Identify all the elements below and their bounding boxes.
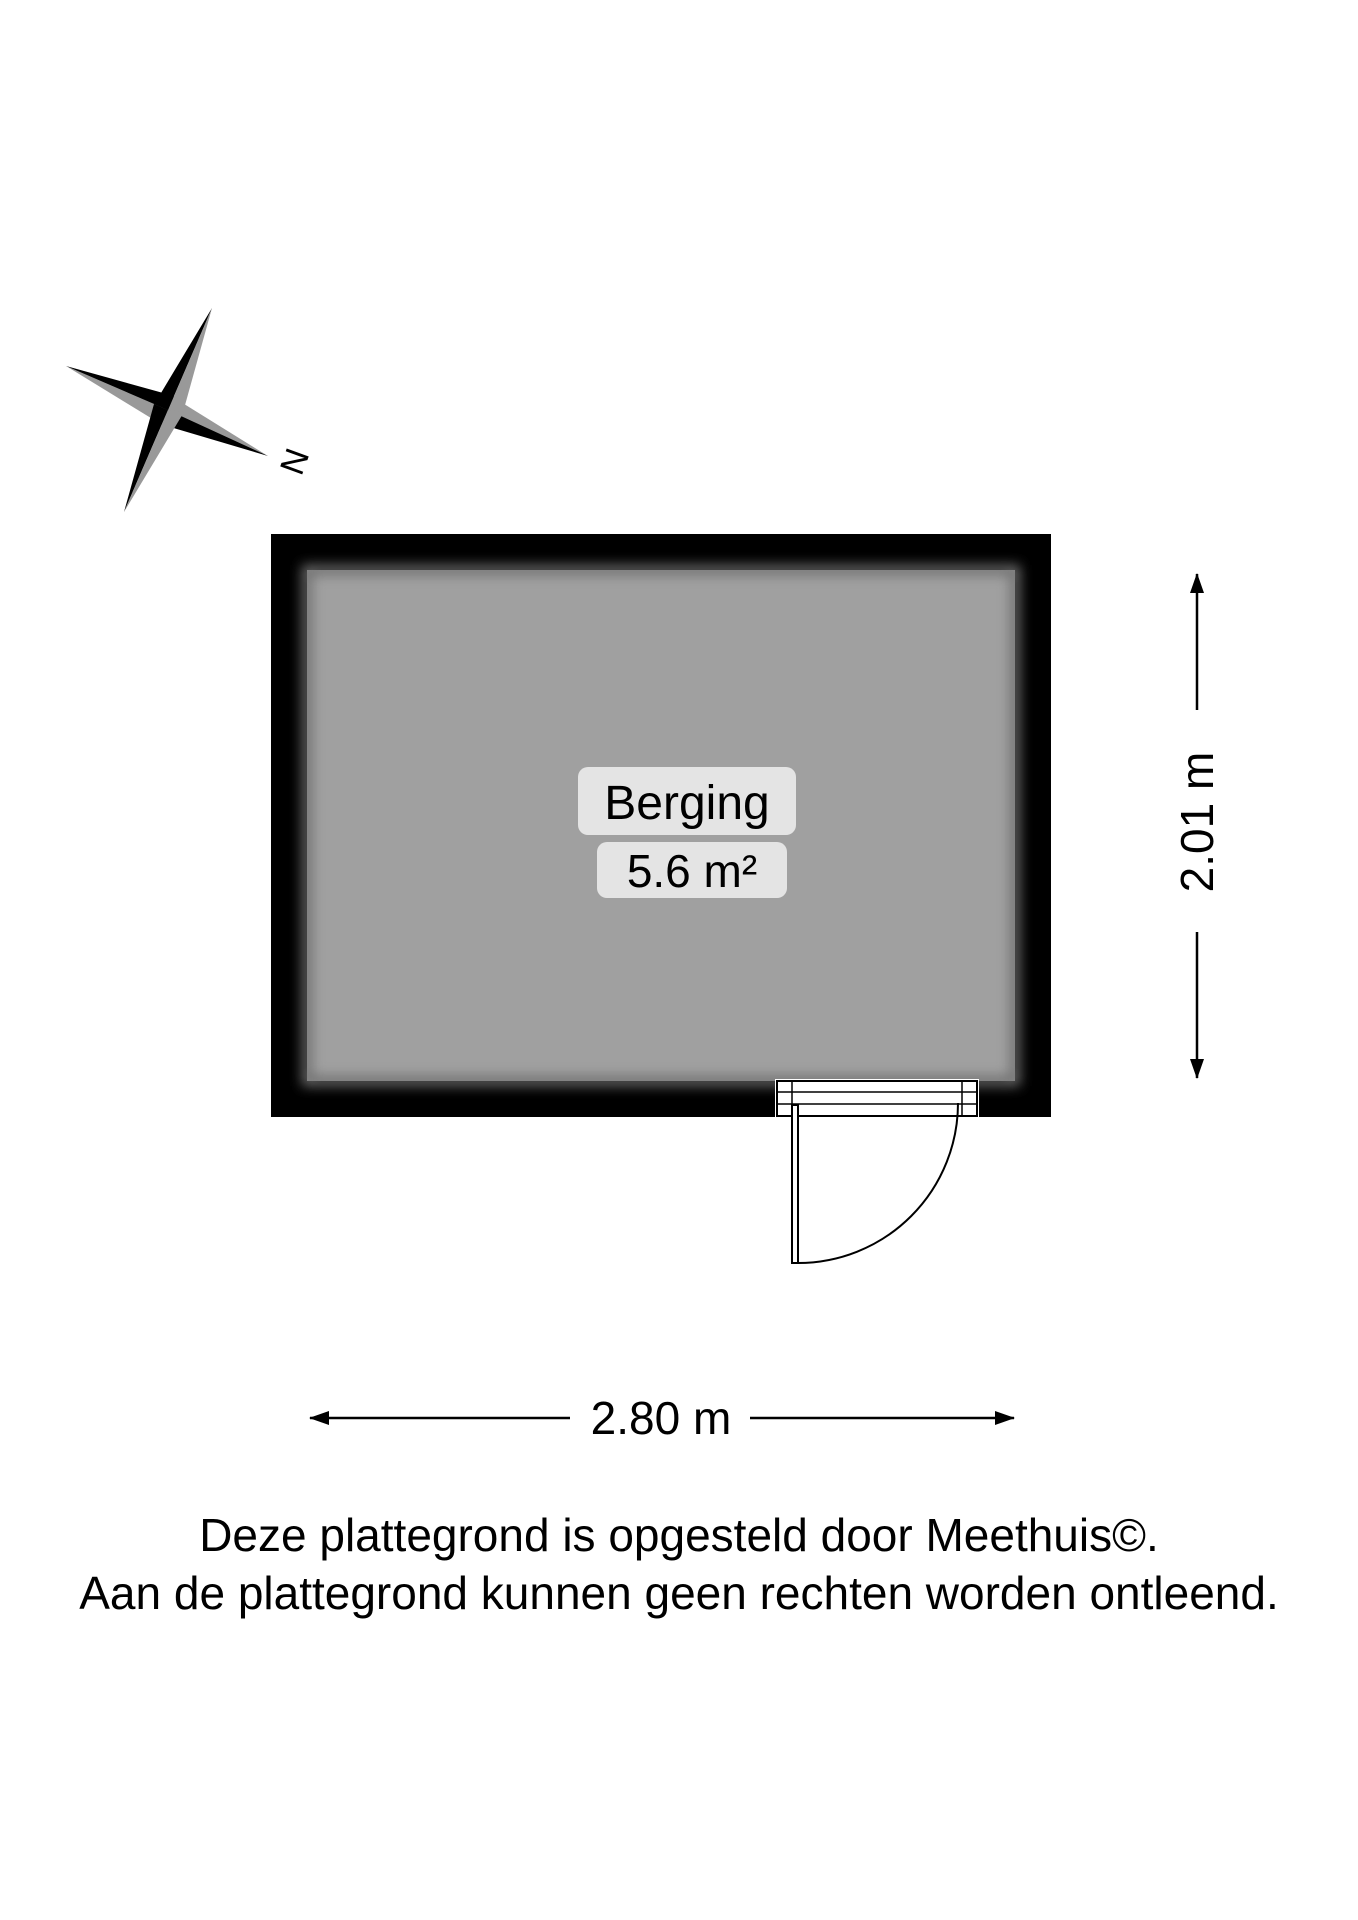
room-area: 5.6 m² xyxy=(627,845,757,897)
compass-north-label: N xyxy=(273,444,317,480)
door xyxy=(775,1079,979,1264)
disclaimer-line-2: Aan de plattegrond kunnen geen rechten w… xyxy=(79,1567,1279,1619)
compass-lower-arm-light xyxy=(124,410,184,512)
door-frame xyxy=(776,1080,978,1117)
compass-rose: N xyxy=(66,308,317,512)
room-floor-shade xyxy=(302,565,1020,1086)
dimension-width: 2.80 m xyxy=(309,1392,1015,1444)
dimension-depth: 2.01 m xyxy=(1171,573,1223,1079)
room-name-background xyxy=(578,767,796,835)
room-name: Berging xyxy=(604,777,769,830)
room-area-background xyxy=(597,842,787,898)
door-leaf xyxy=(791,1104,799,1264)
disclaimer-line-1: Deze plattegrond is opgesteld door Meeth… xyxy=(199,1509,1159,1561)
dimension-width-label: 2.80 m xyxy=(591,1392,732,1444)
room-berging: Berging 5.6 m² xyxy=(271,534,1051,1264)
door-opening xyxy=(775,1079,979,1118)
compass-lower-arm-dark xyxy=(124,404,168,512)
dimension-depth-label: 2.01 m xyxy=(1171,752,1223,893)
compass-left-arm-dark xyxy=(66,366,174,410)
compass-north-arm-light xyxy=(160,410,268,456)
compass-north-arm-dark xyxy=(168,394,268,456)
compass-left-arm-light xyxy=(66,366,168,426)
room-label: Berging 5.6 m² xyxy=(578,767,796,898)
door-swing-arc xyxy=(797,1102,959,1264)
compass-upper-arm-light xyxy=(152,308,212,410)
compass-upper-arm-dark xyxy=(168,308,212,416)
